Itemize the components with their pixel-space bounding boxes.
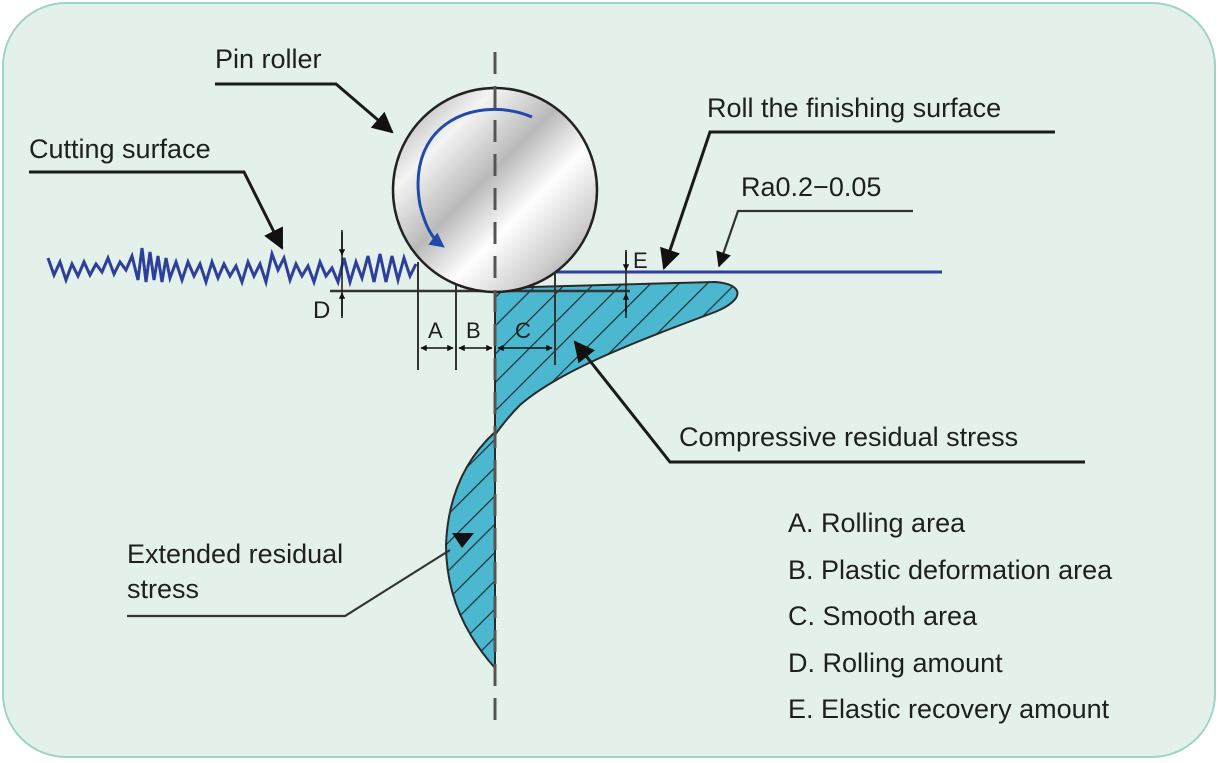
legend-item-a: A. Rolling area xyxy=(788,508,966,538)
cutting-surface-leader xyxy=(29,170,284,250)
compressive-stress-leader xyxy=(573,340,1085,464)
legend-item-e: E. Elastic recovery amount xyxy=(788,694,1110,724)
extended-stress-arrowhead-icon xyxy=(452,533,474,548)
dim-label-d: D xyxy=(313,297,330,324)
cutting-surface-label: Cutting surface xyxy=(29,134,211,164)
extended-stress-label-line1: Extended residual xyxy=(127,539,343,569)
roll-finishing-surface-leader xyxy=(660,130,1055,270)
roughness-label: Ra0.2−0.05 xyxy=(741,172,881,202)
compressive-stress-region xyxy=(494,280,739,439)
legend-item-c: C. Smooth area xyxy=(788,601,978,631)
cutting-surface-profile xyxy=(46,247,418,288)
dim-label-a: A xyxy=(428,318,443,343)
compressive-stress-label: Compressive residual stress xyxy=(679,422,1018,452)
rotation-arrow-icon xyxy=(416,108,533,248)
legend: A. Rolling area B. Plastic deformation a… xyxy=(788,500,1112,733)
pin-roller-label: Pin roller xyxy=(215,44,322,74)
extended-stress-label-line2: stress xyxy=(127,574,199,604)
roll-finishing-surface-label: Roll the finishing surface xyxy=(707,93,1001,123)
legend-item-b: B. Plastic deformation area xyxy=(788,554,1113,585)
dim-label-e: E xyxy=(633,248,648,273)
roughness-leader xyxy=(716,209,913,268)
pin-roller-leader xyxy=(215,82,394,134)
legend-item-d: D. Rolling amount xyxy=(788,647,1003,678)
extended-stress-region xyxy=(444,429,496,671)
dim-label-c: C xyxy=(515,318,531,343)
extended-stress-leader xyxy=(127,549,451,618)
dim-label-b: B xyxy=(466,318,481,343)
